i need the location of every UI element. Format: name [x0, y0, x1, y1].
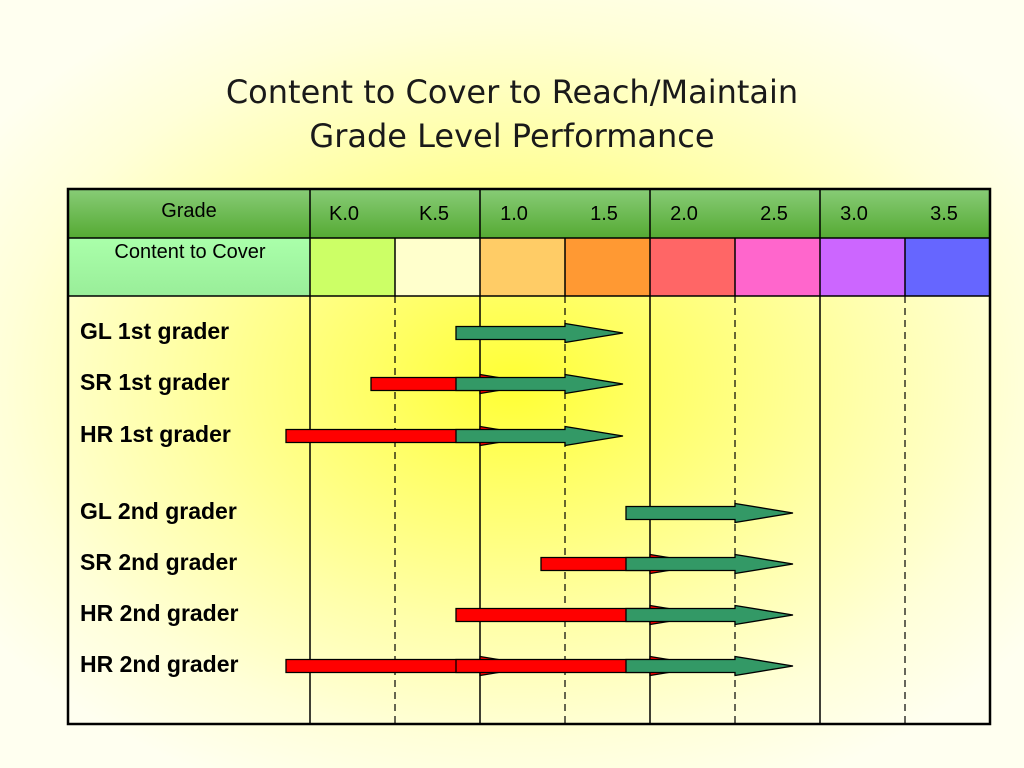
row-label: GL 1st grader — [80, 318, 230, 344]
grade-tick-label: 2.5 — [760, 203, 788, 225]
title-line-2: Grade Level Performance — [309, 117, 715, 155]
grade-tick-label: 3.5 — [930, 203, 958, 225]
progress-arrow — [625, 655, 794, 677]
table-border — [66, 187, 992, 726]
content-color-band — [735, 238, 820, 296]
progress-arrow — [625, 502, 794, 524]
row-label: HR 1st grader — [80, 421, 231, 447]
progress-arrow — [455, 322, 624, 344]
slide-title: Content to Cover to Reach/Maintain Grade… — [0, 70, 1024, 158]
grade-tick-label: 1.5 — [590, 203, 618, 225]
row-label: HR 2nd grader — [80, 600, 239, 626]
row-label: GL 2nd grader — [80, 498, 237, 524]
progress-arrow — [625, 604, 794, 626]
row-label: HR 2nd grader — [80, 651, 239, 677]
title-line-1: Content to Cover to Reach/Maintain — [225, 73, 799, 111]
grade-tick-label: 2.0 — [670, 203, 698, 225]
content-color-band — [480, 238, 565, 296]
row-label: SR 1st grader — [80, 369, 230, 395]
content-color-band — [565, 238, 650, 296]
content-color-band — [310, 238, 395, 296]
content-header-cell — [68, 238, 310, 296]
grade-tick-label: K.0 — [328, 203, 360, 225]
grade-tick-label: 1.0 — [500, 203, 528, 225]
grade-header-row — [68, 189, 990, 238]
progress-arrow — [455, 425, 624, 447]
content-color-band — [395, 238, 480, 296]
content-color-band — [905, 238, 990, 296]
content-color-band — [650, 238, 735, 296]
grade-tick-label: K.5 — [418, 203, 450, 225]
progress-arrow — [625, 553, 794, 575]
grade-header-label: Grade — [161, 200, 217, 222]
row-label: SR 2nd grader — [80, 549, 238, 575]
content-header-label: Content to Cover — [114, 241, 266, 263]
progress-arrow — [455, 373, 624, 395]
grade-tick-label: 3.0 — [840, 203, 868, 225]
content-color-band — [820, 238, 905, 296]
